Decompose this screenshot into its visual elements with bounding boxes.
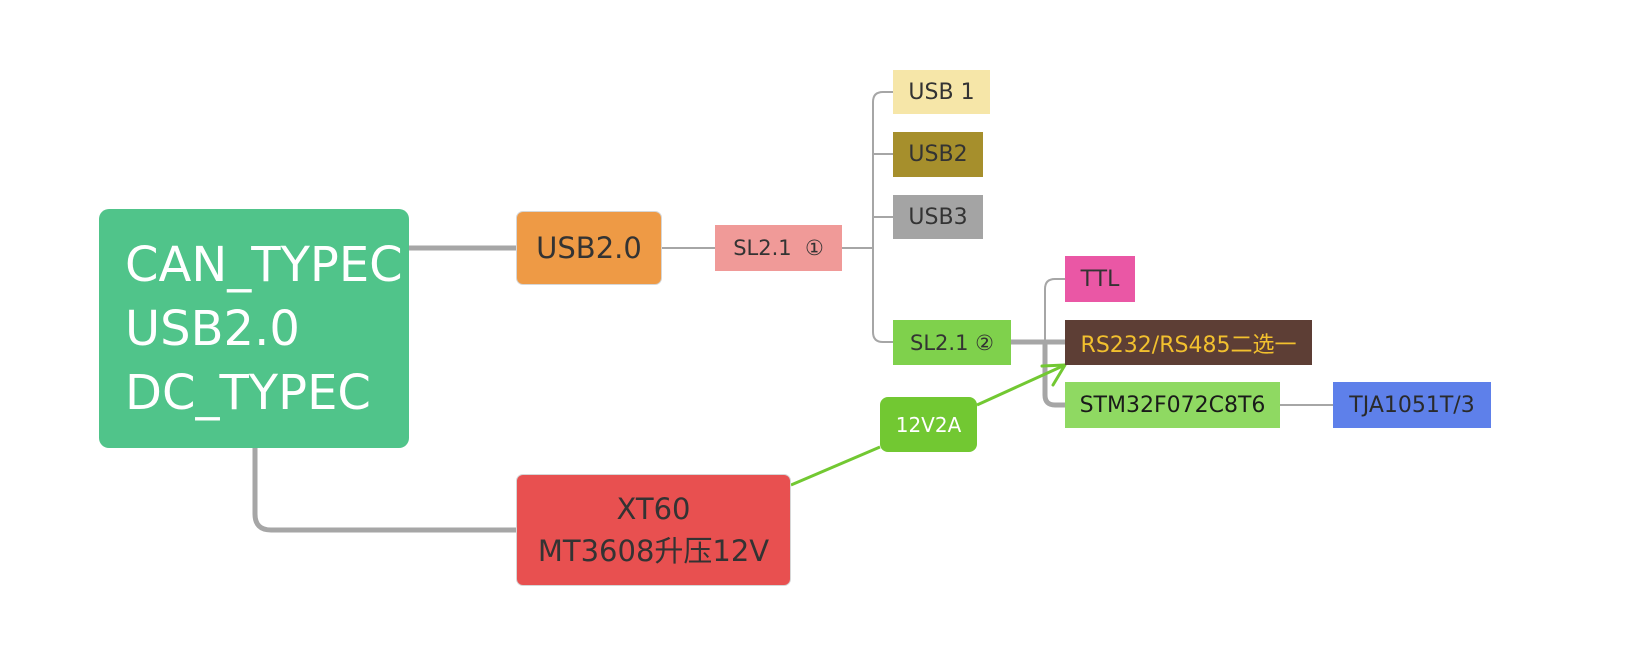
tja1051-label: TJA1051T/3 <box>1349 392 1475 418</box>
ttl-node[interactable]: TTL <box>1065 256 1135 302</box>
usb2-node[interactable]: USB2 <box>893 132 983 177</box>
sl21-1-label: SL2.1 ① <box>733 236 824 260</box>
root-node[interactable]: CAN_TYPEC USB2.0 DC_TYPEC <box>99 209 409 448</box>
stm32-node[interactable]: STM32F072C8T6 <box>1065 382 1280 428</box>
xt60-line-1: XT60 <box>616 492 691 526</box>
stm32-label: STM32F072C8T6 <box>1079 392 1266 418</box>
sl21-2-node[interactable]: SL2.1 ② <box>893 320 1011 365</box>
usb3-label: USB3 <box>908 204 968 230</box>
rs232-rs485-label: RS232/RS485二选一 <box>1080 332 1297 358</box>
usb2-label: USB2 <box>908 142 968 167</box>
usb1-label: USB 1 <box>908 79 975 105</box>
power-link-line <box>790 363 1066 487</box>
usb20-node[interactable]: USB2.0 <box>516 211 662 285</box>
sl21-2-label: SL2.1 ② <box>910 330 994 355</box>
tja1051-node[interactable]: TJA1051T/3 <box>1333 382 1491 428</box>
connector-sl21b-rs232-stm32 <box>1011 339 1065 408</box>
root-line-2: USB2.0 <box>125 300 300 357</box>
root-line-1: CAN_TYPEC <box>125 236 403 293</box>
root-line-3: DC_TYPEC <box>125 364 371 421</box>
usb3-node[interactable]: USB3 <box>893 195 983 239</box>
usb20-label: USB2.0 <box>536 231 642 265</box>
ttl-label: TTL <box>1080 266 1120 292</box>
usb1-node[interactable]: USB 1 <box>893 70 990 114</box>
power-link-label-node[interactable]: 12V2A <box>880 397 977 452</box>
connector-root-xt60 <box>252 448 516 533</box>
connector-sl21b-ttl <box>1011 278 1065 343</box>
rs232-rs485-node[interactable]: RS232/RS485二选一 <box>1065 320 1312 365</box>
power-link-label: 12V2A <box>895 412 962 437</box>
sl21-1-node[interactable]: SL2.1 ① <box>715 225 842 271</box>
power-link-arrowhead <box>1040 363 1067 387</box>
xt60-node[interactable]: XT60 MT3608升压12V <box>516 474 791 586</box>
connector-sl21a-branches <box>842 91 893 343</box>
xt60-line-2: MT3608升压12V <box>537 534 770 568</box>
